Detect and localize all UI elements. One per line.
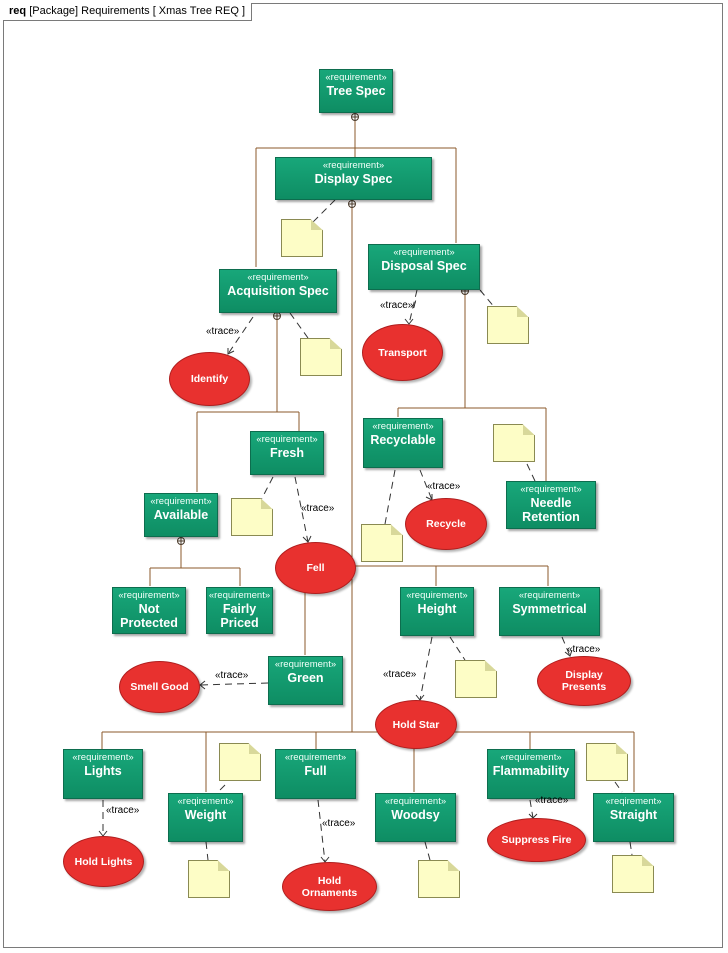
trace-label: «trace»: [535, 795, 569, 806]
requirement-tree-spec[interactable]: «requirement»Tree Spec: [319, 69, 393, 113]
requirement-needle-retention[interactable]: «requirement»Needle Retention: [506, 481, 596, 529]
requirement-name: Acquisition Spec: [227, 284, 329, 298]
requirement-name: Full: [304, 764, 327, 778]
trace-label: «trace»: [106, 805, 140, 816]
note: [487, 306, 529, 344]
requirement-name: Display Spec: [314, 172, 393, 186]
requirement-name: Fairly Priced: [220, 602, 259, 630]
requirement-name: Woodsy: [391, 808, 440, 822]
note: [493, 424, 535, 462]
stereotype-label: «requirement»: [520, 484, 582, 495]
requirement-green[interactable]: «requirement»Green: [268, 656, 343, 705]
stereotype-label: «requirement»: [150, 496, 212, 507]
requirement-name: Weight: [184, 808, 227, 822]
requirement-display-spec[interactable]: «requirement»Display Spec: [275, 157, 432, 200]
requirement-height[interactable]: «requirement»Height: [400, 587, 474, 636]
stereotype-label: «requirement»: [247, 272, 309, 283]
requirement-name: Straight: [609, 808, 658, 822]
requirement-symmetrical[interactable]: «requirement»Symmetrical: [499, 587, 600, 636]
stereotype-label: «reqirement»: [605, 796, 662, 807]
testcase-fell[interactable]: Fell: [275, 542, 356, 594]
stereotype-label: «requirement»: [256, 434, 318, 445]
stereotype-label: «requirement»: [384, 796, 447, 807]
testcase-smell-good[interactable]: Smell Good: [119, 661, 200, 713]
requirement-name: Green: [287, 671, 324, 685]
testcase-hold-lights[interactable]: Hold Lights: [63, 836, 144, 887]
diagram-kind: req: [9, 5, 27, 17]
note: [612, 855, 654, 893]
trace-label: «trace»: [427, 481, 461, 492]
requirement-name: Disposal Spec: [381, 259, 467, 273]
note: [188, 860, 230, 898]
requirement-name: Flammability: [492, 764, 570, 778]
testcase-recycle[interactable]: Recycle: [405, 498, 487, 550]
requirement-full[interactable]: «requirement»Full: [275, 749, 356, 799]
stereotype-label: «requirement»: [325, 72, 387, 83]
stereotype-label: «requirement»: [322, 160, 385, 171]
trace-label: «trace»: [383, 669, 417, 680]
requirement-weight[interactable]: «reqirement»Weight: [168, 793, 243, 842]
trace-label: «trace»: [215, 670, 249, 681]
requirement-name: Available: [153, 508, 209, 522]
requirement-fairly-priced[interactable]: «requirement»Fairly Priced: [206, 587, 273, 634]
requirement-name: Fresh: [269, 446, 305, 460]
stereotype-label: «requirement»: [393, 247, 455, 258]
requirement-name: Not Protected: [120, 602, 178, 630]
stereotype-label: «requirement»: [72, 752, 134, 763]
stereotype-label: «reqirement»: [177, 796, 234, 807]
trace-label: «trace»: [206, 326, 240, 337]
testcase-hold-ornaments[interactable]: Hold Ornaments: [282, 862, 377, 911]
note: [361, 524, 403, 562]
diagram-header-tab: req [Package] Requirements [ Xmas Tree R…: [3, 3, 252, 21]
trace-label: «trace»: [301, 503, 335, 514]
stereotype-label: «requirement»: [274, 659, 337, 670]
testcase-display-presents[interactable]: Display Presents: [537, 656, 631, 706]
requirement-name: Symmetrical: [512, 602, 587, 616]
requirement-acquisition-spec[interactable]: «requirement»Acquisition Spec: [219, 269, 337, 313]
testcase-identify[interactable]: Identify: [169, 352, 250, 406]
note: [586, 743, 628, 781]
requirement-name: Lights: [84, 764, 122, 778]
stereotype-label: «requirement»: [284, 752, 347, 763]
requirement-fresh[interactable]: «requirement»Fresh: [250, 431, 324, 475]
stereotype-label: «requirement»: [208, 590, 271, 601]
requirement-name: Recyclable: [370, 433, 436, 447]
requirement-disposal-spec[interactable]: «requirement»Disposal Spec: [368, 244, 480, 290]
diagram-frame: [3, 3, 723, 948]
diagram-title: [Package] Requirements [ Xmas Tree REQ ]: [29, 5, 245, 17]
requirement-flammability[interactable]: «requirement»Flammability: [487, 749, 575, 799]
note: [300, 338, 342, 376]
testcase-suppress-fire[interactable]: Suppress Fire: [487, 818, 586, 862]
stereotype-label: «requirement»: [118, 590, 180, 601]
stereotype-label: «requirement»: [406, 590, 468, 601]
requirement-name: Needle Retention: [522, 496, 580, 524]
requirement-not-protected[interactable]: «requirement»Not Protected: [112, 587, 186, 634]
note: [219, 743, 261, 781]
stereotype-label: «requirement»: [372, 421, 434, 432]
requirement-available[interactable]: «requirement»Available: [144, 493, 218, 537]
trace-label: «trace»: [322, 818, 356, 829]
requirement-lights[interactable]: «requirement»Lights: [63, 749, 143, 799]
note: [455, 660, 497, 698]
requirement-name: Tree Spec: [326, 84, 386, 98]
requirement-straight[interactable]: «reqirement»Straight: [593, 793, 674, 842]
stereotype-label: «requirement»: [518, 590, 581, 601]
testcase-transport[interactable]: Transport: [362, 324, 443, 381]
note: [231, 498, 273, 536]
testcase-hold-star[interactable]: Hold Star: [375, 700, 457, 749]
stereotype-label: «requirement»: [500, 752, 562, 763]
note: [418, 860, 460, 898]
requirement-woodsy[interactable]: «requirement»Woodsy: [375, 793, 456, 842]
trace-label: «trace»: [567, 644, 601, 655]
requirement-recyclable[interactable]: «requirement»Recyclable: [363, 418, 443, 468]
requirement-name: Height: [417, 602, 457, 616]
trace-label: «trace»/: [380, 300, 417, 311]
